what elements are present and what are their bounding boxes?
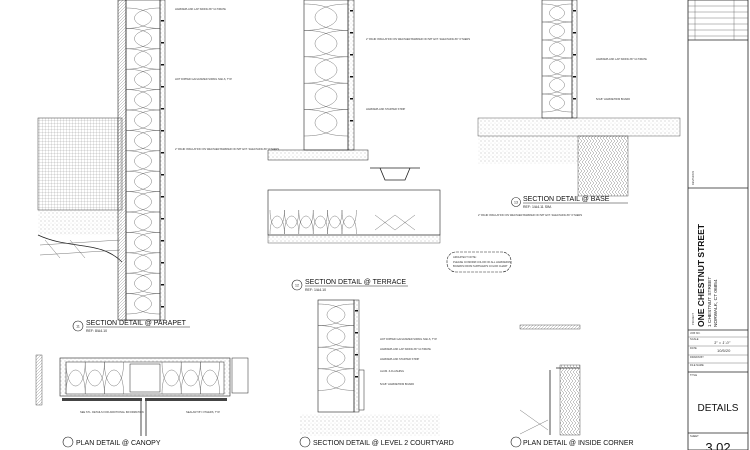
sheet-number: 3.02 bbox=[705, 440, 730, 450]
detail-ref: REF: 8/A4.10 bbox=[86, 329, 107, 333]
insulation-batt bbox=[65, 361, 124, 395]
siding-fastener bbox=[573, 76, 576, 78]
project-address-line2: NORWALK, CT 06854 bbox=[713, 279, 719, 327]
siding-fastener bbox=[161, 20, 164, 22]
date-label: DATE bbox=[690, 346, 697, 350]
siding-fastener bbox=[355, 376, 358, 378]
siding-fastener bbox=[161, 240, 164, 242]
siding-fastener bbox=[161, 130, 164, 132]
siding-fastener bbox=[573, 54, 576, 56]
siding-fastener bbox=[161, 262, 164, 264]
detail-title-12: 12 SECTION DETAIL @ TERRACE REF: 1/A4.10 bbox=[291, 279, 408, 292]
siding-fastener bbox=[350, 120, 353, 122]
siding-fastener bbox=[161, 108, 164, 110]
sheet-label: SHEET bbox=[690, 434, 699, 438]
note-text: 5/4x8" HARDIETRIM BOARD bbox=[596, 97, 630, 101]
note-text: ALUM. Z-FLASHING bbox=[380, 369, 404, 373]
scale-value: 3" = 1'-0" bbox=[714, 340, 731, 345]
insulation-batt bbox=[269, 209, 357, 235]
project-address-line1: 1 CHESTNUT STREET bbox=[707, 277, 713, 327]
insulation-batt bbox=[317, 303, 355, 391]
detail-title-canopy: PLAN DETAIL @ CANOPY bbox=[62, 436, 161, 448]
detail-title-13: 13 SECTION DETAIL @ BASE REF: 1/A4.11 SI… bbox=[511, 196, 628, 209]
siding-fastener bbox=[161, 284, 164, 286]
note-text: HOT DIPPED GALVANIZED SIDING NAILS, TYP. bbox=[175, 77, 233, 81]
date-value: 10/5/20 bbox=[717, 348, 731, 353]
note-text: 2" RIGID INSULATION ON WEATHER BARRIER O… bbox=[175, 147, 279, 151]
note-text: HOT DIPPED GALVANIZED SIDING NAILS, TYP. bbox=[380, 337, 438, 341]
detail-inside-corner bbox=[519, 324, 581, 436]
siding-fastener bbox=[161, 174, 164, 176]
siding-fastener bbox=[350, 76, 353, 78]
detail-canopy: SEE STL. DETAILS FOR ADDITIONAL INFORMAT… bbox=[35, 354, 249, 436]
insulation-batt bbox=[303, 3, 349, 137]
detail-title: SECTION DETAIL @ BASE bbox=[523, 196, 610, 203]
note-text: HARDIEPLANK LAP SIDING BY ULTIMATE bbox=[596, 57, 647, 61]
insulation-batt bbox=[125, 7, 161, 315]
detail-terrace bbox=[267, 0, 441, 244]
detail-title: SECTION DETAIL @ PARAPET bbox=[86, 320, 187, 327]
siding-fastener bbox=[573, 10, 576, 12]
file-name-label: FILE NAME bbox=[690, 363, 704, 367]
detail-number: 12 bbox=[295, 284, 299, 288]
detail-title: PLAN DETAIL @ CANOPY bbox=[76, 440, 161, 447]
siding-fastener bbox=[355, 354, 358, 356]
revisions-table bbox=[688, 0, 748, 41]
detail-ref: REF: 1/A4.11 SIM. bbox=[523, 205, 552, 209]
insulation-batt bbox=[161, 361, 220, 395]
siding-fastener bbox=[573, 98, 576, 100]
siding-fastener bbox=[350, 32, 353, 34]
detail-number: 13 bbox=[514, 201, 518, 205]
detail-title: SECTION DETAIL @ LEVEL 2 COURTYARD bbox=[313, 440, 454, 447]
detail-base bbox=[477, 0, 681, 197]
siding-fastener bbox=[350, 10, 353, 12]
siding-fastener bbox=[355, 332, 358, 334]
note-text: HARDIEPLANK LAP SIDING BY ULTIMATE bbox=[175, 7, 226, 11]
note-text: 5/4x8" HARDIETRIM BOARD bbox=[380, 382, 414, 386]
note-text: 2" RIGID INSULATION ON WEATHER BARRIER O… bbox=[366, 37, 470, 41]
revisions-label: REVISIONS bbox=[691, 171, 695, 185]
siding-fastener bbox=[161, 196, 164, 198]
insulation-batt bbox=[541, 3, 573, 113]
detail-title-level2: SECTION DETAIL @ LEVEL 2 COURTYARD bbox=[299, 436, 454, 448]
detail-level2-courtyard: HOT DIPPED GALVANIZED SIDING NAILS, TYP.… bbox=[300, 299, 440, 436]
architect-note: ARCHITECT NOTE: PLEASE CONFIRM COLOR OF … bbox=[446, 251, 512, 273]
siding-fastener bbox=[161, 42, 164, 44]
detail-title: SECTION DETAIL @ TERRACE bbox=[305, 279, 406, 286]
project-label: PROJECT bbox=[691, 312, 695, 325]
siding-fastener bbox=[350, 98, 353, 100]
title-label: TITLE bbox=[690, 373, 697, 377]
project-name: ONE CHESTNUT STREET bbox=[696, 223, 706, 327]
siding-fastener bbox=[161, 152, 164, 154]
siding-fastener bbox=[161, 64, 164, 66]
detail-title: PLAN DETAIL @ INSIDE CORNER bbox=[523, 440, 634, 447]
drawn-by-label: DRAWN BY bbox=[690, 355, 704, 359]
sheet-title: DETAILS bbox=[698, 403, 739, 414]
title-block: REVISIONS PROJECT ONE CHESTNUT STREET 1 … bbox=[687, 0, 749, 450]
detail-ref: REF: 1/A4.10 bbox=[305, 288, 326, 292]
detail-title-11: 11 SECTION DETAIL @ PARAPET REF: 8/A4.10 bbox=[72, 320, 190, 333]
note-line: BOARDS FROM SUPPLIER'S COLOR CHART bbox=[453, 264, 508, 268]
siding-fastener bbox=[161, 218, 164, 220]
detail-title-inside-corner: PLAN DETAIL @ INSIDE CORNER bbox=[510, 436, 634, 448]
detail-number: 11 bbox=[76, 325, 80, 329]
scale-label: SCALE bbox=[690, 337, 699, 341]
siding-fastener bbox=[350, 54, 353, 56]
note-text: HARDIEPLANK STARTER STRIP bbox=[366, 107, 406, 111]
siding-fastener bbox=[573, 32, 576, 34]
note-text: SEE STL. DETAILS FOR ADDITIONAL INFORMAT… bbox=[80, 410, 144, 414]
job-no-label: JOB NO. bbox=[690, 331, 701, 335]
siding-fastener bbox=[355, 310, 358, 312]
note-text: HARDIEPLANK LAP SIDING BY ULTIMATE bbox=[380, 347, 431, 351]
note-text: HARDIEPLANK STARTER STRIP bbox=[380, 357, 420, 361]
note-text: SEALANT BY OTHERS, TYP. bbox=[186, 410, 221, 414]
note-heading: ARCHITECT NOTE: bbox=[453, 255, 477, 259]
detail-parapet bbox=[37, 0, 166, 321]
note-text: 2" RIGID INSULATION ON WEATHER BARRIER O… bbox=[478, 213, 582, 217]
note-line: PLEASE CONFIRM COLOR OF ALL HARDIEPAN bbox=[453, 260, 511, 264]
siding-fastener bbox=[161, 86, 164, 88]
siding-fastener bbox=[161, 306, 164, 308]
